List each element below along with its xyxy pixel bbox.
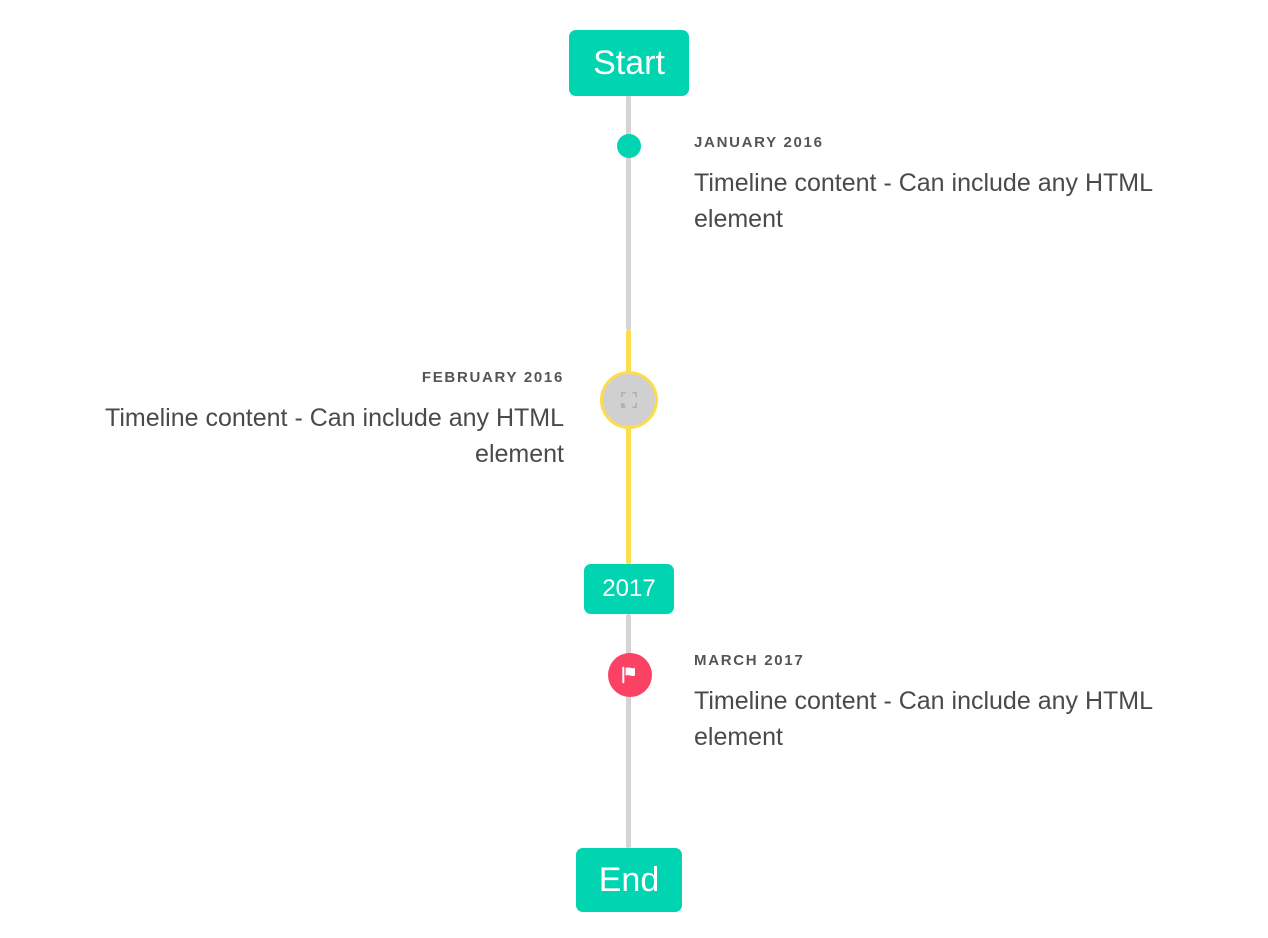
timeline-start-label: Start <box>593 44 665 82</box>
timeline-end-badge[interactable]: End <box>576 848 682 912</box>
timeline-marker-march[interactable] <box>608 653 652 697</box>
timeline-entry-body: Timeline content - Can include any HTML … <box>694 169 1153 233</box>
timeline-rail-segment-top <box>626 95 631 330</box>
timeline-end-label: End <box>598 861 660 899</box>
timeline-rail-segment-bottom <box>626 614 631 848</box>
timeline-entry-date: MARCH 2017 <box>694 652 805 669</box>
flag-icon <box>622 666 635 684</box>
timeline-entry-march: MARCH 2017 Timeline content - Can includ… <box>694 653 1218 755</box>
timeline-entry-date: FEBRUARY 2016 <box>421 369 564 386</box>
timeline-year-divider-badge[interactable]: 2017 <box>584 564 674 614</box>
broken-image-icon <box>621 392 637 408</box>
timeline-entry-body: Timeline content - Can include any HTML … <box>694 687 1153 751</box>
timeline-entry-january: JANUARY 2016 Timeline content - Can incl… <box>694 135 1218 237</box>
timeline-rail-segment-highlight <box>626 330 631 564</box>
timeline-marker-january[interactable] <box>617 134 641 158</box>
timeline-entry-body: Timeline content - Can include any HTML … <box>105 404 564 468</box>
timeline-marker-february[interactable] <box>600 371 658 429</box>
timeline-entry-february: FEBRUARY 2016 Timeline content - Can inc… <box>40 370 564 472</box>
timeline-year-divider-label: 2017 <box>602 575 656 602</box>
timeline-entry-date: JANUARY 2016 <box>694 134 824 151</box>
timeline-start-badge[interactable]: Start <box>569 30 689 96</box>
